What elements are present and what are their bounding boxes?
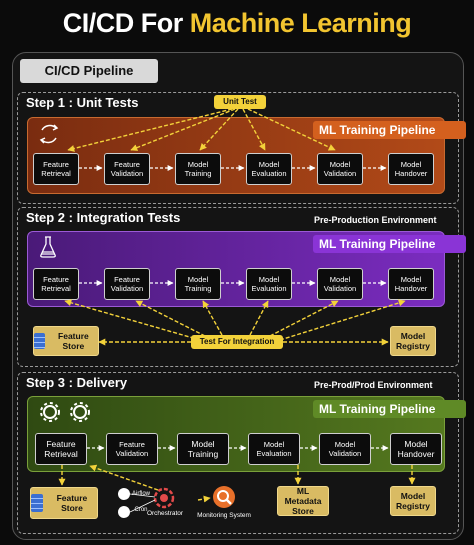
step2-node-model-validation: Model Validation: [317, 268, 363, 300]
unit-test-arrow-2: [130, 108, 236, 151]
page-title: CI/CD For Machine Learning: [0, 8, 474, 39]
step3-node-model-handover: Model Handover: [390, 433, 442, 465]
title-part2: Machine Learning: [189, 8, 412, 38]
step1-band: [27, 117, 445, 194]
integration-arrow-1: [64, 299, 201, 341]
s3-monitor-arrow: [197, 495, 211, 503]
flask-icon: [38, 235, 58, 259]
orchestrator-cluster: [112, 484, 198, 524]
step3-node-model-validation: Model Validation: [319, 433, 371, 465]
unit-test-arrow-3: [199, 108, 239, 151]
step2-node-model-evaluation: Model Evaluation: [246, 268, 292, 300]
step2-env: Pre-Production Environment: [314, 215, 437, 225]
step1-title: Step 1 : Unit Tests: [26, 95, 139, 110]
database-icon: [31, 494, 43, 512]
step2-model-registry: Model Registry: [390, 326, 436, 356]
step3-feature-store: Feature Store: [30, 487, 98, 519]
step2-node-model-training: Model Training: [175, 268, 221, 300]
step3-model-registry: Model Registry: [390, 486, 436, 516]
step1-box: [17, 92, 459, 204]
unit-test-arrow-5: [247, 108, 336, 151]
database-icon: [34, 333, 45, 349]
cron-label: Cron: [134, 507, 148, 513]
integration-arrow-6: [279, 299, 406, 341]
integration-arrow-5: [269, 300, 339, 337]
step1-node-model-handover: Model Handover: [388, 153, 434, 185]
airflow-label: Airflow: [131, 491, 150, 497]
step1-node-model-evaluation: Model Evaluation: [246, 153, 292, 185]
unit-test-arrow-1: [67, 108, 233, 152]
integration-arrow-2: [135, 300, 206, 337]
step1-node-feature-validation: Feature Validation: [104, 153, 150, 185]
unit-test-arrow-4: [242, 108, 266, 151]
step3-node-feature-retrieval: Feature Retrieval: [35, 433, 87, 465]
step2-band-title: ML Training Pipeline: [313, 235, 466, 253]
step3-title: Step 3 : Delivery: [26, 375, 128, 390]
step1-node-model-validation: Model Validation: [317, 153, 363, 185]
step2-node-feature-validation: Feature Validation: [104, 268, 150, 300]
step3-node-feature-validation: Feature Validation: [106, 433, 158, 465]
step2-feature-store-label: Feature Store: [58, 331, 89, 351]
title-part1: CI/CD For: [62, 8, 184, 38]
refresh-cycle-icon: [36, 121, 62, 147]
gears-icon: [38, 400, 98, 424]
integration-test-tag: Test For Integration: [191, 335, 283, 349]
step1-node-model-training: Model Training: [175, 153, 221, 185]
step2-node-model-handover: Model Handover: [388, 268, 434, 300]
step1-band-title: ML Training Pipeline: [313, 121, 466, 139]
step3-band-title: ML Training Pipeline: [313, 400, 466, 418]
step3-feature-store-label: Feature Store: [56, 493, 88, 513]
integration-arrow-3: [202, 300, 223, 336]
ml-metadata-store: ML Metadata Store: [277, 486, 329, 516]
step3-node-model-training: Model Training: [177, 433, 229, 465]
step2-feature-store: Feature Store: [33, 326, 99, 356]
step3-env: Pre-Prod/Prod Environment: [314, 380, 433, 390]
step3-box: [17, 372, 459, 534]
monitoring-label: Monitoring System: [197, 512, 251, 519]
orchestrator-icon: [118, 487, 175, 518]
orchestrator-label: Orchestrator: [146, 510, 184, 517]
pipeline-label: CI/CD Pipeline: [20, 59, 158, 83]
integration-arrow-4: [249, 300, 269, 336]
s3-orchestrator-arrow: [89, 464, 159, 491]
step2-box: [17, 207, 459, 367]
unit-test-tag: Unit Test: [214, 95, 266, 109]
step2-title: Step 2 : Integration Tests: [26, 210, 181, 225]
step3-node-model-evaluation: Model Evaluation: [248, 433, 300, 465]
step2-node-feature-retrieval: Feature Retrieval: [33, 268, 79, 300]
step1-node-feature-retrieval: Feature Retrieval: [33, 153, 79, 185]
monitoring-icon: [212, 485, 236, 509]
